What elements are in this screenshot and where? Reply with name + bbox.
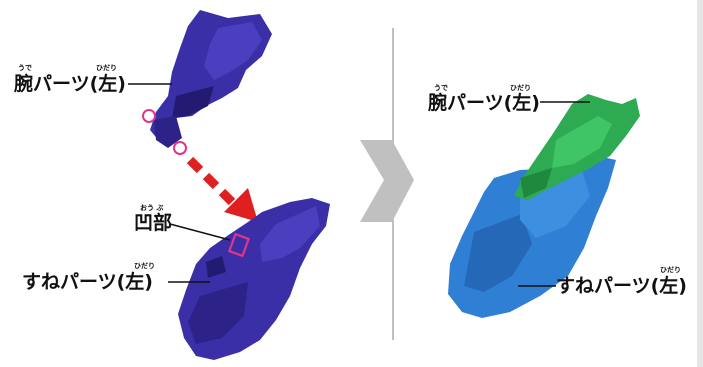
recess-label-ruby: おう ぶ: [140, 204, 164, 212]
chevron-right-icon: [360, 140, 414, 222]
arm-after-label: 腕パーツ(左): [428, 92, 540, 114]
recess-label: 凹部: [134, 212, 173, 234]
arm-part-after: [514, 94, 640, 200]
shin-label: すねパーツ(左): [22, 271, 153, 293]
connection-marker: [173, 141, 187, 155]
arm-after-label-ruby-hidari: ひだり: [510, 84, 531, 92]
arm-label-ruby-ude: うで: [18, 64, 32, 72]
dashed-arrow-icon: [186, 156, 258, 222]
shin-after-label-ruby-hidari: ひだり: [660, 266, 681, 274]
recess-marker: [227, 232, 251, 258]
arm-label-ruby-hidari: ひだり: [96, 64, 117, 72]
shin-after-label: すねパーツ(左): [556, 275, 687, 297]
arm-label: 腕パーツ(左): [14, 73, 126, 95]
arm-after-label-ruby-ude: うで: [434, 84, 448, 92]
recess-label-leader: [169, 223, 231, 241]
page-edge: [697, 0, 703, 367]
shin-part-before: [178, 198, 330, 360]
connection-marker: [142, 109, 156, 123]
arm-part-before: [150, 10, 272, 148]
shin-label-ruby-hidari: ひだり: [134, 262, 155, 270]
